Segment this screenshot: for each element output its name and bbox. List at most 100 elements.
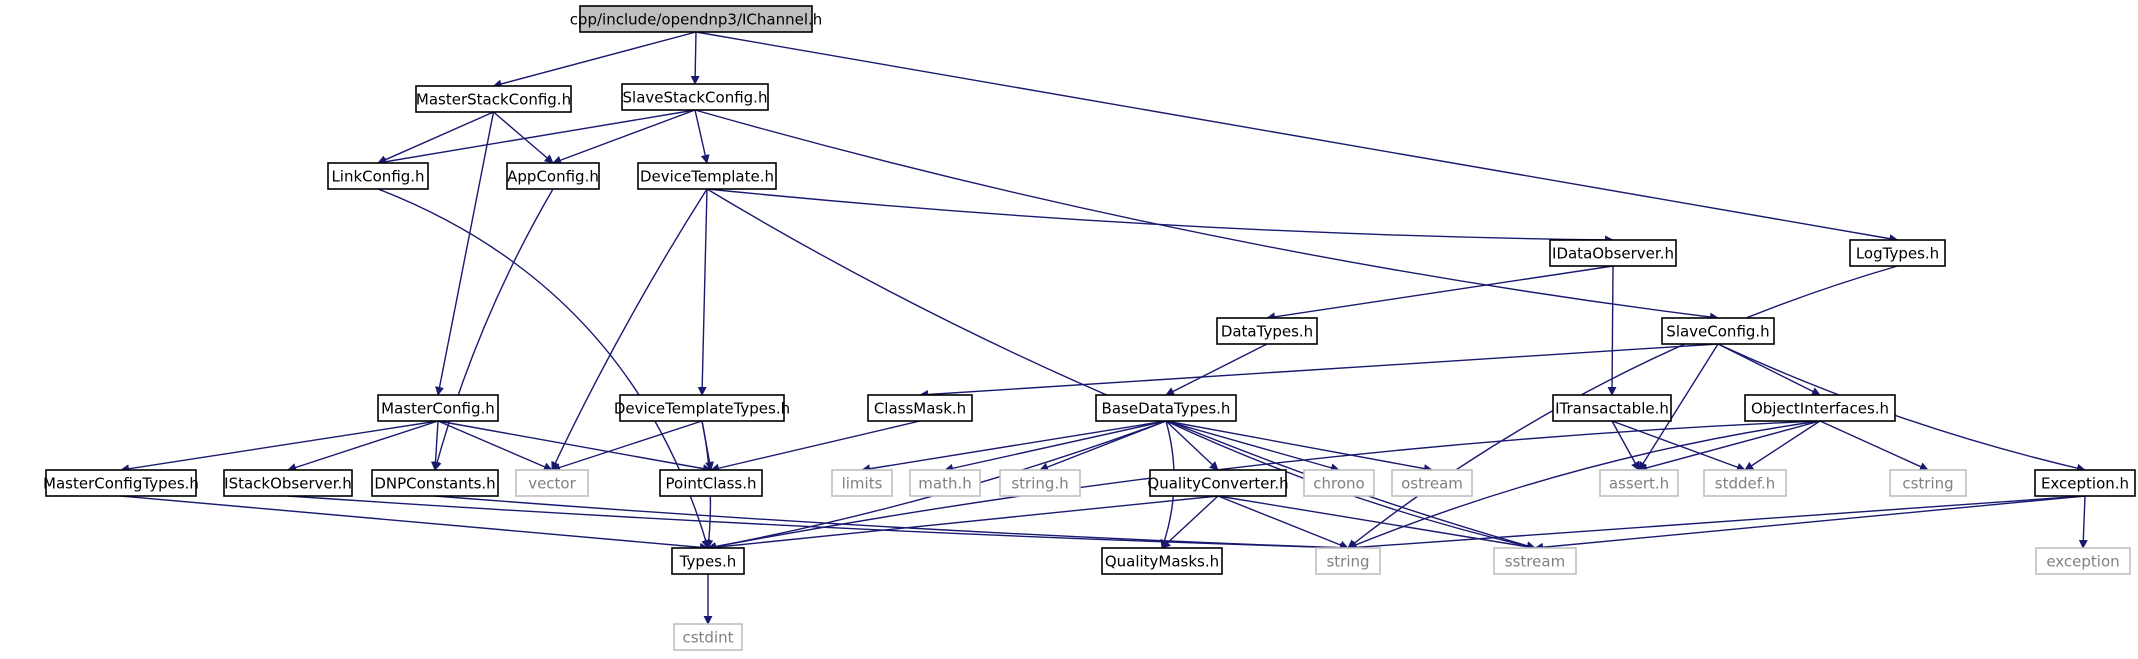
node-label: IDataObserver.h xyxy=(1552,245,1674,263)
edge-slave-stack-config-to-app-config xyxy=(552,109,696,165)
node-master-config-types[interactable]: MasterConfigTypes.h xyxy=(43,469,199,497)
node-point-class[interactable]: PointClass.h xyxy=(659,469,763,497)
edge-device-template-to-idata-observer xyxy=(706,188,1614,245)
edge-app-config-to-dnp-constants xyxy=(432,188,554,471)
node-quality-converter[interactable]: QualityConverter.h xyxy=(1147,469,1289,497)
node-box xyxy=(371,469,499,497)
node-label: DNPConstants.h xyxy=(374,475,495,493)
node-slave-stack-config[interactable]: SlaveStackConfig.h xyxy=(621,83,769,111)
node-sstream: sstream xyxy=(1493,547,1577,575)
node-class-mask[interactable]: ClassMask.h xyxy=(867,394,973,422)
node-chrono: chrono xyxy=(1303,469,1375,497)
node-types-h[interactable]: Types.h xyxy=(671,547,745,575)
edge-dnp-constants-to-string xyxy=(434,495,1349,553)
node-itransactable[interactable]: ITransactable.h xyxy=(1552,394,1672,422)
edge-object-interfaces-to-types-h xyxy=(707,420,1821,551)
edge-device-template-to-device-template-types xyxy=(697,188,708,396)
node-box xyxy=(831,469,893,497)
node-label: MasterConfig.h xyxy=(381,400,495,418)
edge-root-to-slave-stack-config xyxy=(690,31,700,85)
edge-master-config-types-to-types-h xyxy=(120,495,709,552)
node-label: cstdint xyxy=(682,629,733,647)
edge-exception-h-to-sstream xyxy=(1534,495,2086,552)
node-label: MasterStackConfig.h xyxy=(416,91,571,109)
edge-quality-converter-to-string xyxy=(1217,495,1349,550)
node-stddef-h: stddef.h xyxy=(1703,469,1787,497)
node-device-template-types[interactable]: DeviceTemplateTypes.h xyxy=(614,394,790,422)
node-object-interfaces[interactable]: ObjectInterfaces.h xyxy=(1744,394,1896,422)
edge-slave-config-to-assert-h xyxy=(1638,343,1719,471)
edge-exception-h-to-exception xyxy=(2078,495,2088,549)
node-link-config[interactable]: LinkConfig.h xyxy=(327,162,429,190)
node-idata-observer[interactable]: IDataObserver.h xyxy=(1549,239,1677,267)
node-label: cpp/include/opendnp3/IChannel.h xyxy=(570,11,823,29)
edge-device-template-to-vector xyxy=(551,188,708,471)
node-istack-observer[interactable]: IStackObserver.h xyxy=(223,469,353,497)
edge-quality-converter-to-quality-masks xyxy=(1161,495,1219,549)
edge-slave-config-to-class-mask xyxy=(919,343,1719,399)
node-box xyxy=(1493,547,1577,575)
node-string-h: string.h xyxy=(999,469,1081,497)
node-label: string xyxy=(1326,553,1369,571)
node-master-stack-config[interactable]: MasterStackConfig.h xyxy=(415,85,572,113)
node-box xyxy=(1149,469,1287,497)
node-exception-h[interactable]: Exception.h xyxy=(2034,469,2136,497)
node-cstdint: cstdint xyxy=(673,623,743,651)
edge-base-data-types-to-limits xyxy=(861,420,1167,474)
node-quality-masks[interactable]: QualityMasks.h xyxy=(1101,547,1223,575)
node-base-data-types[interactable]: BaseDataTypes.h xyxy=(1095,394,1237,422)
node-string: string xyxy=(1315,547,1381,575)
node-box xyxy=(2035,547,2131,575)
edge-exception-h-to-string xyxy=(1347,495,2086,552)
node-slave-config[interactable]: SlaveConfig.h xyxy=(1661,317,1775,345)
node-label: QualityConverter.h xyxy=(1147,475,1288,493)
edge-master-config-to-master-config-types xyxy=(120,420,439,474)
node-label: math.h xyxy=(918,475,971,493)
node-label: Exception.h xyxy=(2041,475,2129,493)
node-root[interactable]: cpp/include/opendnp3/IChannel.h xyxy=(570,5,823,33)
node-box xyxy=(867,394,973,422)
node-box xyxy=(1744,394,1896,422)
node-data-types[interactable]: DataTypes.h xyxy=(1216,317,1318,345)
edge-slave-stack-config-to-slave-config xyxy=(694,109,1719,322)
edge-master-config-to-dnp-constants xyxy=(431,420,440,471)
node-box xyxy=(637,162,777,190)
edge-base-data-types-to-ostream xyxy=(1165,420,1433,473)
node-label: PointClass.h xyxy=(666,475,757,493)
node-box xyxy=(1095,394,1237,422)
node-box xyxy=(1849,239,1946,267)
node-label: vector xyxy=(528,475,576,493)
node-exception: exception xyxy=(2035,547,2131,575)
node-dnp-constants[interactable]: DNPConstants.h xyxy=(371,469,499,497)
node-label: BaseDataTypes.h xyxy=(1102,400,1231,418)
edge-base-data-types-to-string-h xyxy=(1039,420,1167,472)
node-label: DeviceTemplate.h xyxy=(640,168,774,186)
node-master-config[interactable]: MasterConfig.h xyxy=(377,394,499,422)
edge-class-mask-to-point-class xyxy=(710,420,921,473)
edge-object-interfaces-to-assert-h xyxy=(1638,420,1821,473)
node-label: sstream xyxy=(1505,553,1565,571)
edge-master-stack-config-to-link-config xyxy=(377,111,494,164)
edge-master-config-to-point-class xyxy=(437,420,712,473)
edge-master-config-to-vector xyxy=(437,420,553,471)
node-label: SlaveConfig.h xyxy=(1666,323,1769,341)
node-box xyxy=(515,469,589,497)
node-label: ITransactable.h xyxy=(1555,400,1669,418)
node-box xyxy=(327,162,429,190)
node-box xyxy=(506,162,600,190)
node-box xyxy=(621,83,769,111)
node-label: Types.h xyxy=(679,553,737,571)
edge-slave-config-to-exception-h xyxy=(1717,343,2086,473)
node-app-config[interactable]: AppConfig.h xyxy=(506,162,600,190)
node-box xyxy=(673,623,743,651)
edge-master-stack-config-to-app-config xyxy=(493,111,554,164)
node-vector: vector xyxy=(515,469,589,497)
node-label: string.h xyxy=(1011,475,1068,493)
node-box xyxy=(619,394,785,422)
node-label: limits xyxy=(842,475,883,493)
node-box xyxy=(909,469,981,497)
node-label: MasterConfigTypes.h xyxy=(43,475,199,493)
node-log-types[interactable]: LogTypes.h xyxy=(1849,239,1946,267)
node-device-template[interactable]: DeviceTemplate.h xyxy=(637,162,777,190)
